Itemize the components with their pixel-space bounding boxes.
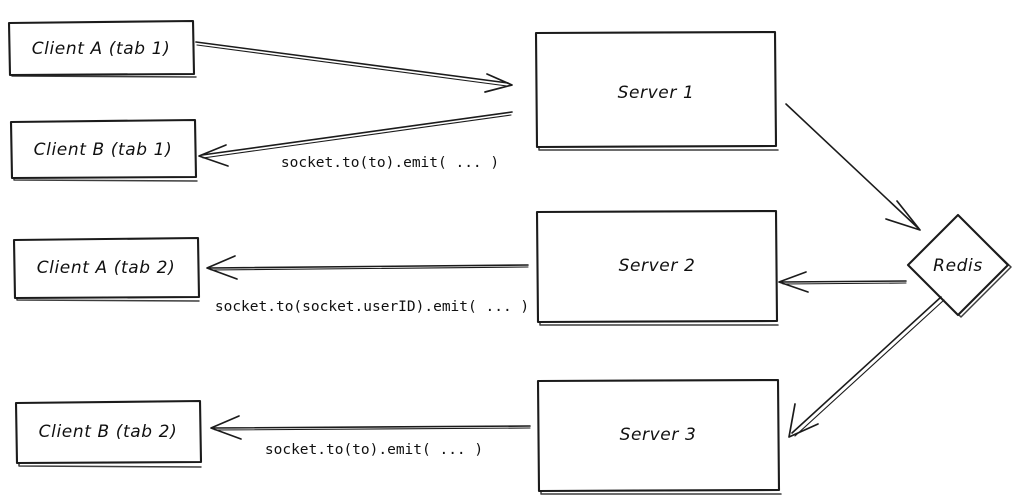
arrowhead-to-server-2 [778,271,809,293]
node-server-2[interactable]: Server 2 [535,209,779,326]
client-a-tab-1-box [7,19,196,77]
edge-line-s1-b1-second-stroke [202,114,512,159]
edge-server-2-to-client-a-tab-2: socket.to(socket.userID).emit( ... ) [206,255,529,315]
arrowhead-to-server-1 [484,73,513,93]
node-client-b-tab-1[interactable]: Client B (tab 1) [9,118,198,182]
node-client-a-tab-1[interactable]: Client A (tab 1) [7,19,197,78]
server-2-label: Server 2 [619,256,696,276]
redis-label: Redis [933,256,983,276]
arrowhead-to-client-b-tab-2 [210,415,242,440]
edge-line-s3-b2-second-stroke [214,427,531,431]
arrowhead-to-client-a-tab-2 [206,255,238,280]
edge-line-s2-a2-second-stroke [210,266,529,271]
client-a-tab-2-box [12,236,201,300]
server-1-box [534,30,778,149]
edge-label-emit-to-1: socket.to(to).emit( ... ) [281,155,499,171]
client-b-tab-2-box [14,399,203,465]
arrowhead-to-redis [885,200,921,231]
edge-line-a1-s1-second-stroke [196,44,508,87]
server-1-label: Server 1 [618,83,695,103]
server-2-box [535,209,779,324]
edge-redis-to-server-2 [778,271,907,293]
client-b-tab-1-box [9,118,198,180]
client-a-tab-1-label: Client A (tab 1) [32,39,171,59]
edge-line-a1-s1 [195,41,509,84]
edge-line-redis-s2-second-stroke [782,282,907,285]
edge-line-s1-b1 [201,111,513,156]
node-client-b-tab-2[interactable]: Client B (tab 2) [14,399,203,468]
edge-server-3-to-client-b-tab-2: socket.to(to).emit( ... ) [210,415,531,458]
edge-label-emit-to-user-id: socket.to(socket.userID).emit( ... ) [215,299,529,315]
edge-line-s3-b2 [213,425,531,429]
redis-diamond [906,213,1010,317]
edge-server-1-to-client-b-tab-1: socket.to(to).emit( ... ) [198,111,513,171]
edge-line-redis-s2 [781,280,907,283]
server-3-label: Server 3 [620,425,697,445]
client-b-tab-2-label: Client B (tab 2) [39,422,178,442]
arrowhead-to-server-3 [788,403,819,438]
client-b-tab-1-label: Client B (tab 1) [34,140,173,160]
edge-line-redis-s3-second-stroke [794,299,945,437]
edge-client-a-tab-1-to-server-1 [195,41,513,93]
client-a-tab-2-label: Client A (tab 2) [37,258,176,278]
node-server-3[interactable]: Server 3 [536,378,782,495]
edge-line-s2-a2 [209,264,529,269]
edge-redis-to-server-3 [788,296,945,438]
node-server-1[interactable]: Server 1 [534,30,779,151]
edge-line-redis-s3 [791,296,942,434]
arrowhead-to-client-b-tab-1 [198,144,229,167]
edge-line-s1-redis [785,103,919,229]
node-client-a-tab-2[interactable]: Client A (tab 2) [12,236,201,302]
edge-server-1-to-redis [785,103,921,231]
edge-label-emit-to-2: socket.to(to).emit( ... ) [265,442,483,458]
node-redis[interactable]: Redis [906,213,1012,318]
server-3-box [536,378,781,493]
